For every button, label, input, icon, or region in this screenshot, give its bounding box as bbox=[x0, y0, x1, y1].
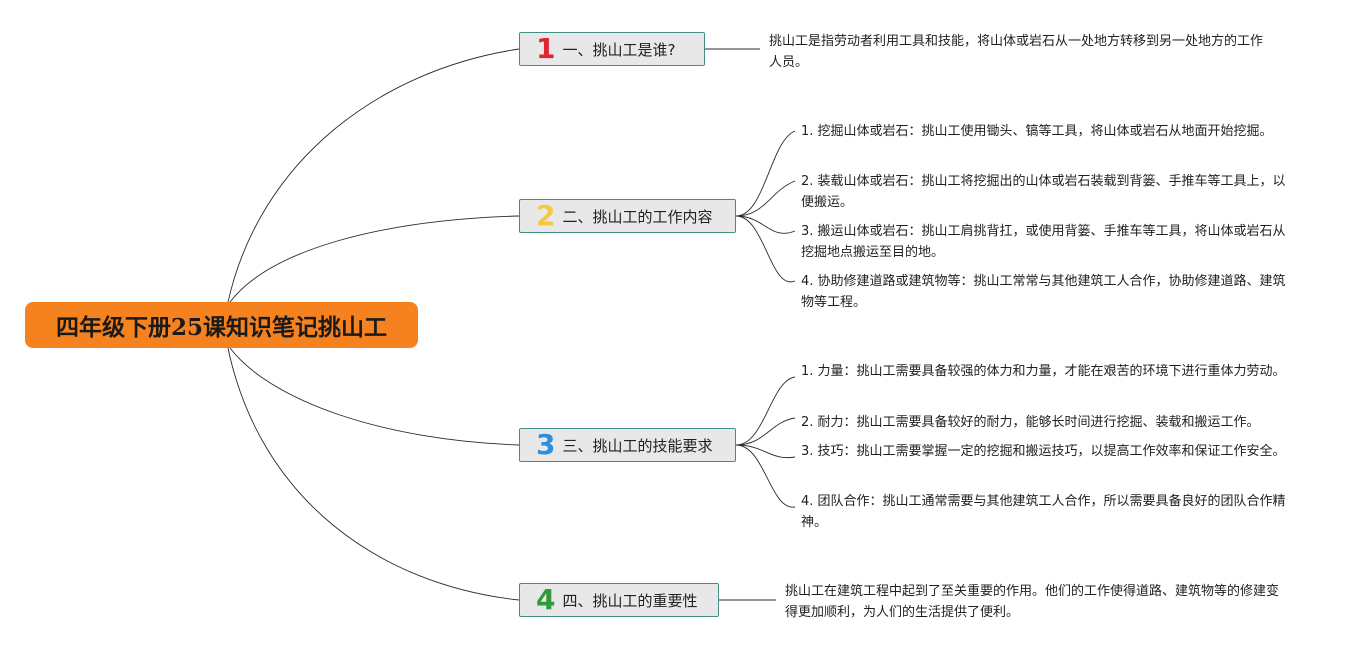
branch-topic-2[interactable]: 2 二、挑山工的工作内容 bbox=[519, 199, 736, 233]
number-2-icon: 2 bbox=[536, 199, 556, 232]
connector-branch-3-leaf-3 bbox=[735, 444, 796, 459]
branch-topic-1[interactable]: 1 一、挑山工是谁? bbox=[519, 32, 705, 66]
connector-branch-2-leaf-4 bbox=[735, 215, 796, 283]
connector-root-branch-2 bbox=[229, 215, 520, 303]
connector-branch-2-leaf-3 bbox=[735, 215, 796, 234]
connector-root-branch-3 bbox=[229, 347, 520, 446]
leaf-topic[interactable]: 挑山工是指劳动者利用工具和技能，将山体或岩石从一处地方转移到另一处地方的工作人员… bbox=[769, 34, 1264, 70]
connector-root-branch-4 bbox=[227, 347, 520, 601]
branch-topic-label: 二、挑山工的工作内容 bbox=[562, 207, 713, 226]
leaf-topic[interactable]: 3. 搬运山体或岩石：挑山工肩挑背扛，或使用背篓、手推车等工具，将山体或岩石从挖… bbox=[801, 224, 1286, 260]
root-topic[interactable]: 四年级下册25课知识笔记挑山工 bbox=[25, 302, 418, 348]
leaf-topic[interactable]: 挑山工在建筑工程中起到了至关重要的作用。他们的工作使得道路、建筑物等的修建变得更… bbox=[785, 584, 1280, 620]
number-1-icon: 1 bbox=[536, 32, 556, 65]
root-topic-label: 四年级下册25课知识笔记挑山工 bbox=[55, 314, 387, 341]
leaf-topic[interactable]: 1. 力量：挑山工需要具备较强的体力和力量，才能在艰苦的环境下进行重体力劳动。 bbox=[801, 364, 1286, 379]
connector-branch-3-leaf-2 bbox=[735, 417, 796, 446]
branch-topic-label: 一、挑山工是谁? bbox=[562, 40, 676, 59]
connector-branch-2-leaf-1 bbox=[735, 130, 796, 217]
branch-topic-4[interactable]: 4 四、挑山工的重要性 bbox=[519, 583, 719, 617]
branch-topic-label: 三、挑山工的技能要求 bbox=[562, 436, 713, 455]
connector-branch-3-leaf-4 bbox=[735, 444, 796, 508]
connector-branch-2-leaf-2 bbox=[735, 180, 796, 217]
number-3-icon: 3 bbox=[536, 428, 556, 461]
branch-topic-3[interactable]: 3 三、挑山工的技能要求 bbox=[519, 428, 736, 462]
connector-branch-3-leaf-1 bbox=[735, 376, 796, 446]
leaf-topic[interactable]: 2. 耐力：挑山工需要具备较好的耐力，能够长时间进行挖掘、装载和搬运工作。 bbox=[801, 415, 1260, 430]
leaf-topic[interactable]: 4. 团队合作：挑山工通常需要与其他建筑工人合作，所以需要具备良好的团队合作精神… bbox=[801, 494, 1286, 530]
number-4-icon: 4 bbox=[536, 583, 556, 616]
connector-root-branch-1 bbox=[227, 48, 520, 303]
leaf-topic[interactable]: 1. 挖掘山体或岩石：挑山工使用锄头、镐等工具，将山体或岩石从地面开始挖掘。 bbox=[801, 124, 1273, 139]
leaf-topic[interactable]: 2. 装载山体或岩石：挑山工将挖掘出的山体或岩石装载到背篓、手推车等工具上，以便… bbox=[801, 174, 1286, 210]
branch-topic-label: 四、挑山工的重要性 bbox=[562, 591, 698, 610]
leaf-topic[interactable]: 3. 技巧：挑山工需要掌握一定的挖掘和搬运技巧，以提高工作效率和保证工作安全。 bbox=[801, 444, 1286, 459]
leaf-topic[interactable]: 4. 协助修建道路或建筑物等：挑山工常常与其他建筑工人合作，协助修建道路、建筑物… bbox=[801, 274, 1286, 310]
